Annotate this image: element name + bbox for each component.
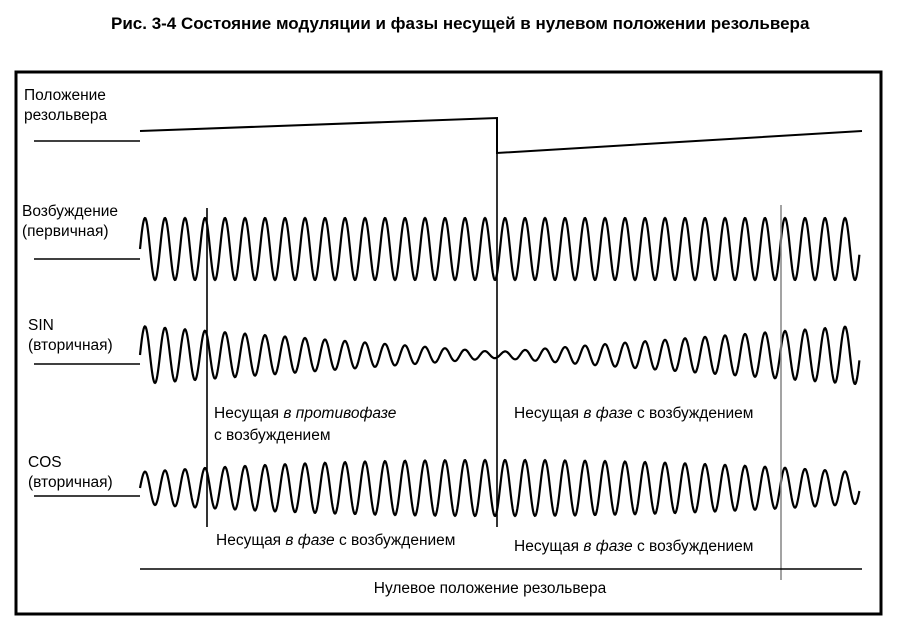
- diagram-frame: [14, 70, 883, 616]
- sin-label-line2: (вторичная): [28, 337, 113, 354]
- sin-label-line1: SIN: [28, 317, 54, 334]
- position-label-line2: резольвера: [24, 107, 108, 124]
- cos-left-annotation: Несущая в фазе с возбуждением: [216, 532, 455, 549]
- cos-right-annotation: Несущая в фазе с возбуждением: [514, 538, 753, 555]
- excitation-label-line2: (первичная): [22, 223, 109, 240]
- sin-right-annotation: Несущая в фазе с возбуждением: [514, 405, 753, 422]
- cos-label-line2: (вторичная): [28, 474, 113, 491]
- sin-left-annotation: Несущая в противофазе: [214, 405, 397, 422]
- excitation-waveform: [138, 216, 861, 282]
- sin-waveform: [138, 325, 861, 386]
- cos-label-line1: COS: [28, 454, 62, 471]
- position-label-line1: Положение: [24, 87, 106, 104]
- cos-waveform: [138, 458, 861, 518]
- zero-position-label: Нулевое положение резольвера: [374, 580, 607, 597]
- figure-caption: Рис. 3-4 Состояние модуляции и фазы несу…: [111, 14, 810, 33]
- sin-left-annotation-line2: с возбуждением: [214, 427, 331, 444]
- excitation-label-line1: Возбуждение: [22, 203, 118, 220]
- resolver-position-waveform: [139, 116, 863, 155]
